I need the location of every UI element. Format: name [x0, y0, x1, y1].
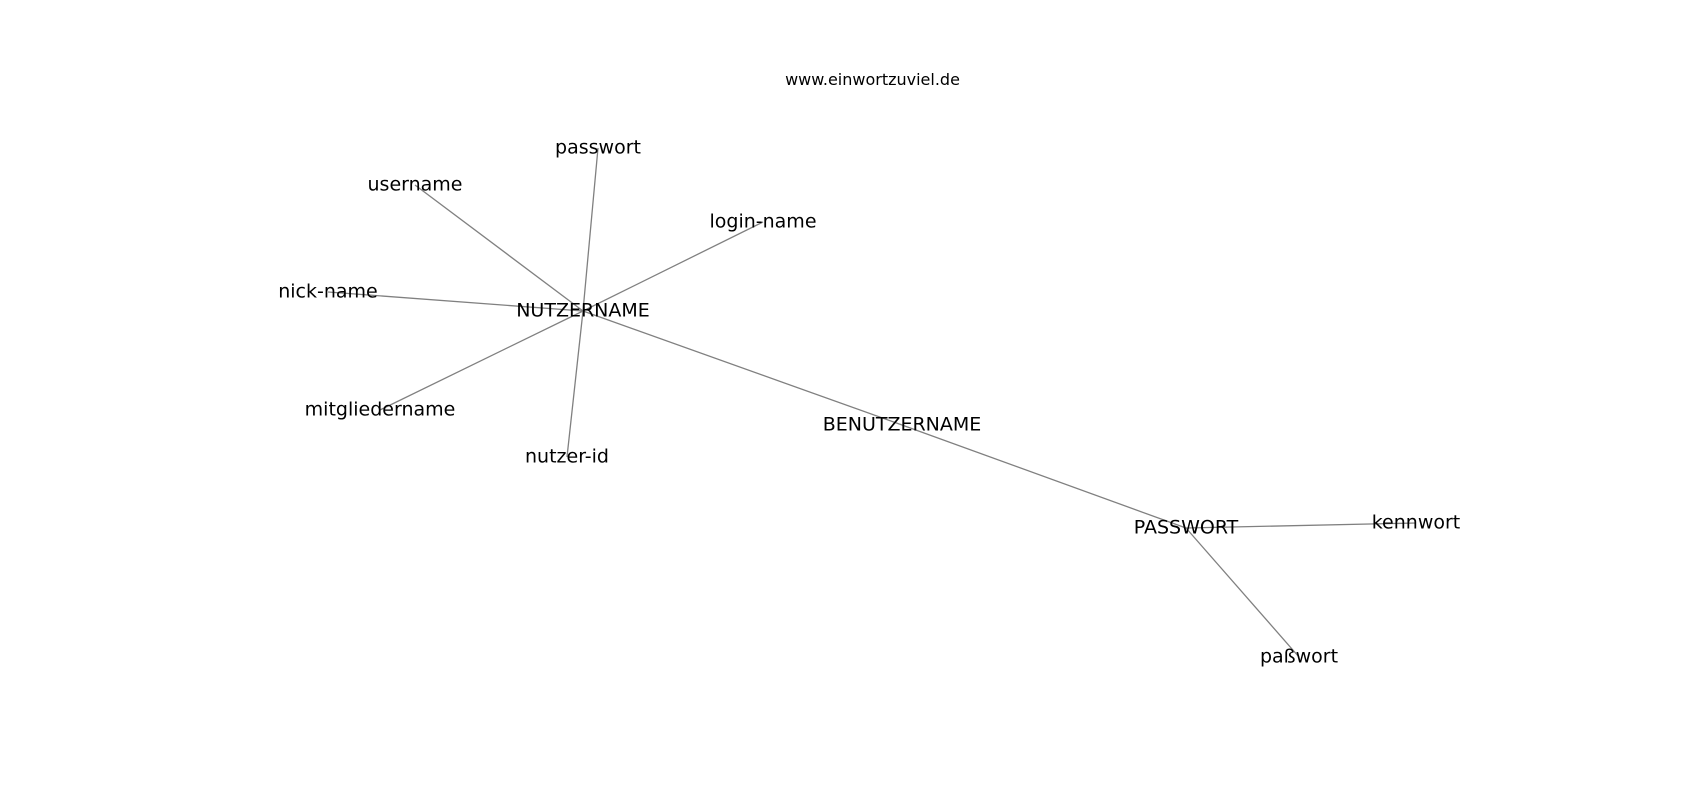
nodes-layer: NUTZERNAME BENUTZERNAME PASSWORT passwort us… — [278, 137, 1460, 668]
edge-nutzername-nick_name — [327, 291, 584, 312]
node-label-nick-name: nick-name — [278, 281, 378, 303]
edge-nutzername-passwort — [582, 147, 599, 312]
node-label-login-name: login-name — [709, 211, 816, 233]
node-label-kennwort: kennwort — [1372, 512, 1461, 534]
node-label-passwort: passwort — [555, 137, 641, 159]
edge-benutzername-passwort_hub — [901, 424, 1187, 529]
edge-passwort_hub-kennwort — [1185, 522, 1417, 529]
edge-nutzername-benutzername — [582, 310, 903, 426]
edge-nutzername-login_name — [582, 221, 764, 312]
edge-nutzername-nutzer_id — [566, 310, 584, 458]
node-label-passwort-hub: PASSWORT — [1134, 517, 1239, 539]
edge-nutzername-mitgliedername — [379, 310, 584, 411]
edge-passwort_hub-passwort_eszett — [1185, 527, 1300, 658]
node-label-nutzer-id: nutzer-id — [525, 446, 609, 468]
node-label-benutzername: BENUTZERNAME — [823, 414, 982, 436]
node-label-username: username — [368, 174, 463, 196]
edges-layer — [327, 147, 1417, 658]
node-label-mitgliedername: mitgliedername — [305, 399, 456, 421]
edge-nutzername-username — [414, 184, 584, 312]
node-label-nutzername: NUTZERNAME — [516, 300, 650, 322]
node-label-passwort-eszett: paßwort — [1260, 646, 1338, 668]
